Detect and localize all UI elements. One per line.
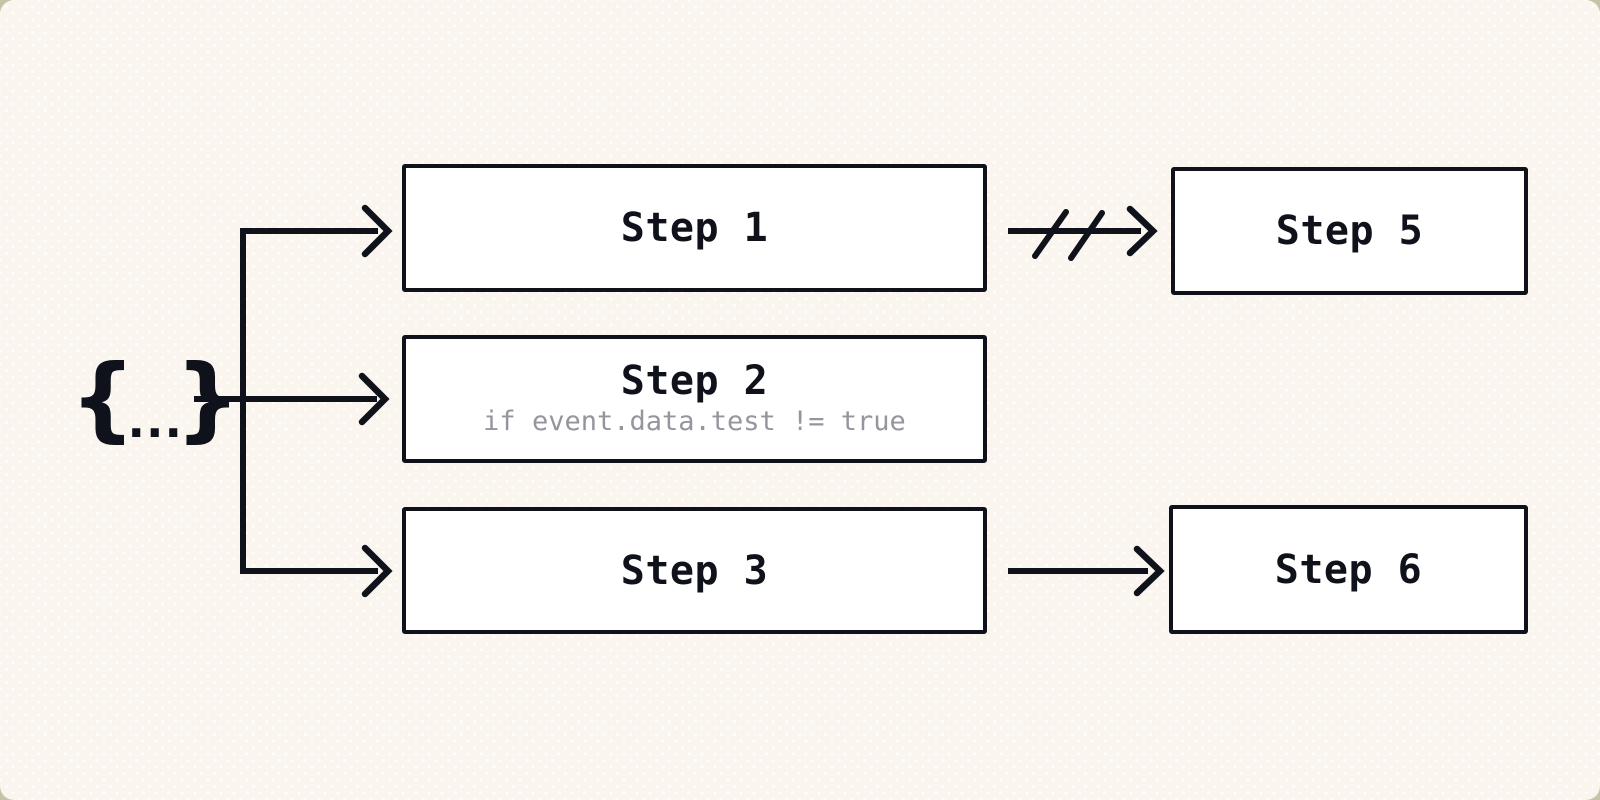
- trigger-brace-open: {: [70, 345, 136, 452]
- trigger-brace-close: }: [174, 345, 241, 452]
- node-step-2-condition: if event.data.test != true: [483, 405, 906, 437]
- arrow-step3-step6: [1008, 545, 1165, 597]
- arrow-step1-step5-broken: [1008, 205, 1158, 261]
- node-step-2[interactable]: Step 2 if event.data.test != true: [402, 335, 987, 463]
- node-step-1[interactable]: Step 1: [402, 164, 987, 292]
- trigger-ellipsis: ...: [127, 394, 183, 448]
- node-step-5-label: Step 5: [1275, 208, 1424, 254]
- node-step-5[interactable]: Step 5: [1171, 167, 1528, 295]
- arrow-trigger-branch: [240, 204, 393, 598]
- node-step-3[interactable]: Step 3: [402, 507, 987, 634]
- node-step-1-label: Step 1: [620, 205, 769, 251]
- node-step-6[interactable]: Step 6: [1169, 505, 1528, 634]
- node-step-6-label: Step 6: [1274, 546, 1423, 593]
- arrow-trigger-step2: [194, 372, 390, 426]
- node-step-3-label: Step 3: [620, 547, 769, 594]
- node-step-2-label: Step 2: [620, 357, 769, 404]
- trigger-object-icon[interactable]: { ... }: [70, 351, 240, 447]
